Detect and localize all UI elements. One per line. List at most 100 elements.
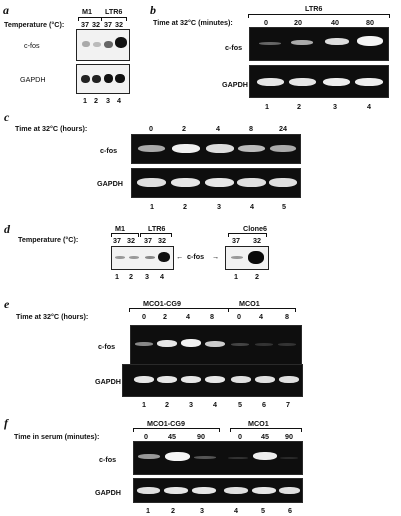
panel-a-lane-2: 2 — [94, 96, 98, 105]
panel-c-time-2: 2 — [182, 124, 186, 133]
band — [325, 38, 349, 45]
panel-a-lane-4: 4 — [117, 96, 121, 105]
band — [248, 251, 264, 264]
band — [280, 457, 298, 459]
panel-d-group-m1: M1 — [115, 224, 125, 233]
panel-d-group-ltr6: LTR6 — [148, 224, 166, 233]
panel-b-time-label: Time at 32°C (minutes): — [153, 18, 233, 27]
band — [134, 376, 154, 383]
panel-f-time-label: Time in serum (minutes): — [14, 432, 100, 441]
panel-f-lane-1: 1 — [146, 506, 150, 515]
panel-d-clone-temp-1: 37 — [232, 236, 240, 245]
panel-d-temp-2: 32 — [127, 236, 135, 245]
panel-e-lane-4: 4 — [213, 400, 217, 409]
panel-d-clone-lane-1: 1 — [234, 272, 238, 281]
band — [181, 376, 201, 383]
panel-f-time-5: 45 — [261, 432, 269, 441]
band — [253, 452, 277, 460]
panel-e-time-1: 0 — [142, 312, 146, 321]
panel-b-lane-3: 3 — [333, 102, 337, 111]
panel-c-lane-3: 3 — [217, 202, 221, 211]
band — [279, 487, 300, 494]
panel-f-lane-3: 3 — [200, 506, 204, 515]
panel-b-row-cfos: c-fos — [225, 43, 243, 52]
panel-b-lane-4: 4 — [367, 102, 371, 111]
panel-a-gel-gapdh — [76, 64, 130, 94]
panel-a-gel-cfos — [76, 29, 130, 61]
band — [135, 342, 153, 346]
band — [157, 376, 177, 383]
band — [231, 256, 243, 259]
panel-e-lane-7: 7 — [286, 400, 290, 409]
panel-e-row-cfos: c-fos — [98, 342, 116, 351]
band — [138, 145, 165, 152]
band — [92, 75, 101, 83]
band — [238, 145, 265, 152]
panel-f-lane-4: 4 — [234, 506, 238, 515]
panel-e-time-4: 8 — [210, 312, 214, 321]
panel-d-label: d — [4, 222, 10, 236]
panel-f-group-mco1: MCO1 — [248, 419, 269, 428]
panel-d-blot-right — [225, 246, 269, 270]
panel-f-lane-6: 6 — [288, 506, 292, 515]
panel-d-arrow-right: → — [212, 252, 220, 261]
panel-e-time-5: 0 — [237, 312, 241, 321]
band — [279, 376, 299, 383]
panel-b-gel-cfos — [249, 27, 389, 61]
band — [137, 178, 166, 187]
panel-a-label: a — [3, 3, 9, 17]
panel-e-time-7: 8 — [285, 312, 289, 321]
panel-b-row-gapdh: GAPDH — [222, 80, 248, 89]
panel-f-label: f — [4, 416, 8, 430]
band — [323, 78, 350, 86]
panel-b-time-3: 40 — [331, 18, 339, 27]
band — [205, 341, 225, 347]
band — [231, 343, 249, 346]
panel-a-row-gapdh: GAPDH — [20, 75, 46, 84]
band — [278, 343, 296, 346]
band — [252, 487, 276, 494]
band — [291, 40, 313, 45]
panel-d-temp-4: 32 — [158, 236, 166, 245]
band — [255, 376, 275, 383]
panel-f-lane-2: 2 — [171, 506, 175, 515]
panel-d-clone-lane-2: 2 — [255, 272, 259, 281]
panel-e-time-2: 2 — [163, 312, 167, 321]
panel-b-bracket-ltr6 — [248, 14, 390, 18]
panel-d-bracket-ltr6 — [140, 233, 172, 237]
panel-a-bracket-ltr6 — [101, 17, 127, 21]
band — [289, 78, 316, 86]
panel-e-lane-3: 3 — [189, 400, 193, 409]
panel-c-time-5: 24 — [279, 124, 287, 133]
panel-f-time-1: 0 — [144, 432, 148, 441]
panel-c-lane-2: 2 — [183, 202, 187, 211]
panel-f-time-4: 0 — [238, 432, 242, 441]
band — [255, 343, 273, 346]
panel-b-time-1: 0 — [264, 18, 268, 27]
panel-e-time-3: 4 — [186, 312, 190, 321]
panel-a-temp-4: 32 — [115, 20, 123, 29]
panel-f-time-2: 45 — [168, 432, 176, 441]
panel-c-time-1: 0 — [149, 124, 153, 133]
panel-d-arrow-left: ← — [176, 252, 184, 261]
panel-f-bracket-mco1 — [230, 428, 302, 432]
panel-b-group-ltr6: LTR6 — [305, 4, 323, 13]
panel-a-temperature-label: Temperature (°C): — [4, 20, 65, 29]
panel-f-row-cfos: c-fos — [99, 455, 117, 464]
band — [158, 252, 170, 262]
panel-f-group-mco1-cg9: MCO1-CG9 — [147, 419, 185, 428]
panel-f-gel-cfos — [133, 441, 303, 475]
panel-a-temp-2: 32 — [92, 20, 100, 29]
band — [259, 42, 281, 45]
panel-e-gel-cfos — [130, 325, 302, 365]
band — [231, 376, 251, 383]
panel-c-time-4: 8 — [249, 124, 253, 133]
band — [228, 457, 248, 459]
band — [172, 144, 200, 153]
band — [145, 256, 155, 259]
panel-c-lane-5: 5 — [282, 202, 286, 211]
band — [205, 376, 225, 383]
panel-f-time-6: 90 — [285, 432, 293, 441]
band — [93, 42, 101, 47]
panel-c-row-gapdh: GAPDH — [97, 179, 123, 188]
